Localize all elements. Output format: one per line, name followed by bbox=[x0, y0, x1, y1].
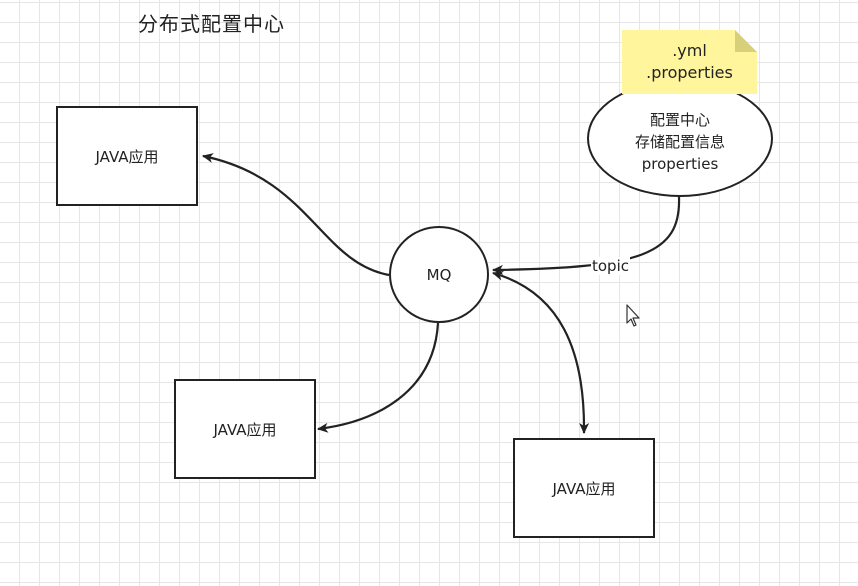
java-app-box-1: JAVA应用 bbox=[56, 106, 198, 206]
mouse-cursor-icon bbox=[626, 304, 642, 332]
edge-mq-to-java-app-2 bbox=[317, 322, 440, 433]
edge-mq-java-app-3-bidirectional bbox=[492, 270, 590, 434]
java-app-2-label: JAVA应用 bbox=[213, 420, 277, 439]
note-shape bbox=[622, 30, 757, 94]
java-app-box-2: JAVA应用 bbox=[174, 379, 316, 479]
config-center-node: 配置中心 存储配置信息 properties bbox=[587, 80, 773, 197]
java-app-1-label: JAVA应用 bbox=[95, 147, 159, 166]
java-app-3-label: JAVA应用 bbox=[552, 479, 616, 498]
config-center-line-1: 配置中心 bbox=[649, 110, 710, 129]
topic-edge-label: topic bbox=[591, 257, 630, 275]
note-line-2: .properties bbox=[646, 63, 733, 82]
diagram-title: 分布式配置中心 bbox=[138, 12, 285, 36]
mq-node: MQ bbox=[389, 226, 489, 323]
edge-mq-to-java-app-1 bbox=[202, 153, 390, 277]
note-line-1: .yml bbox=[672, 41, 707, 60]
edge-config-center-to-mq bbox=[492, 196, 681, 275]
note-card: .yml .properties bbox=[622, 30, 757, 94]
mq-label: MQ bbox=[426, 265, 452, 284]
config-center-line-3: properties bbox=[641, 154, 719, 173]
java-app-box-3: JAVA应用 bbox=[513, 438, 655, 538]
config-center-line-2: 存储配置信息 bbox=[634, 132, 725, 151]
